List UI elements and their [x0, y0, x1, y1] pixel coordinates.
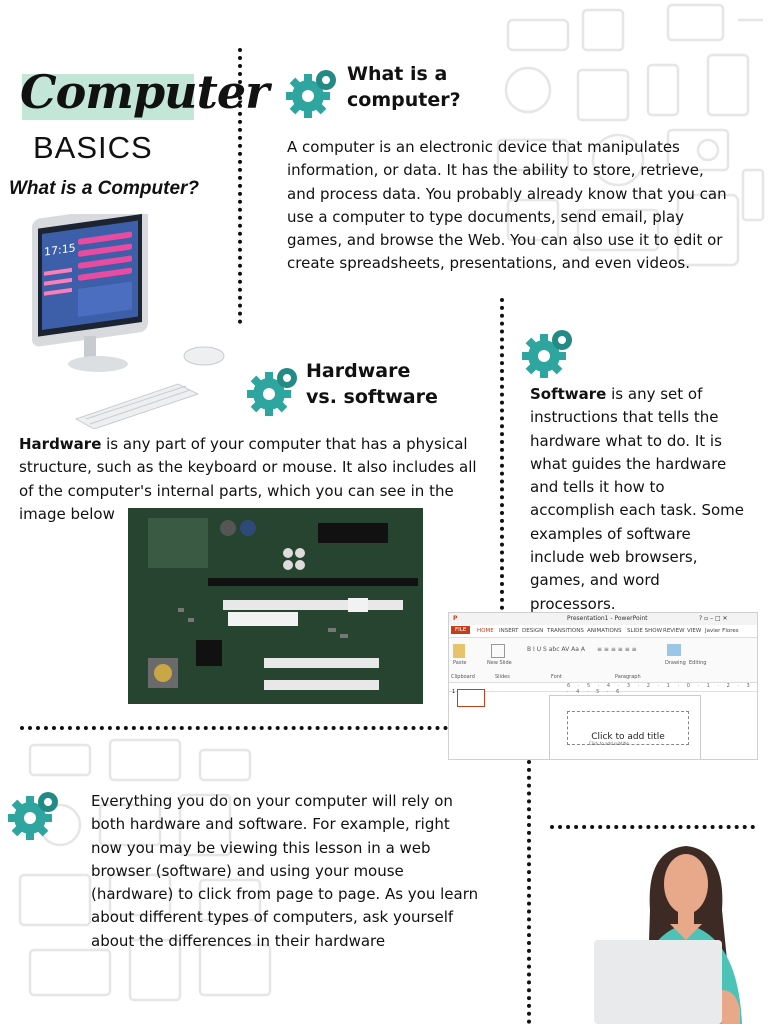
page-subtitle: What is a Computer?	[9, 178, 200, 199]
divider-vertical-right	[500, 298, 504, 618]
gear-cogs-icon	[286, 70, 336, 118]
heading-line-2: computer?	[347, 89, 461, 111]
ppt-editing-label: Editing	[689, 660, 707, 666]
divider-horizontal-middle	[20, 726, 448, 730]
ppt-ruler: 6 · 5 · 4 · 3 · 2 · 1 · 0 · 1 · 2 · 3 · …	[449, 683, 757, 695]
paragraph-what-is-a-computer: A computer is an electronic device that …	[287, 138, 727, 273]
divider-horizontal-bottom-right	[550, 825, 755, 829]
computer-monitor-illustration: 17:15	[32, 214, 225, 429]
ppt-drawing-icon	[667, 644, 681, 656]
monitor-clock: 17:15	[44, 241, 76, 258]
ppt-tab-insert: INSERT	[499, 628, 519, 634]
woman-laptop-illustration	[594, 846, 742, 1024]
page-title-basics: BASICS	[33, 130, 153, 165]
ppt-window-controls: ? ▫ – □ ✕	[699, 615, 728, 622]
heading-hardware-vs-software: Hardware vs. software	[306, 358, 438, 410]
gear-cogs-icon	[522, 330, 572, 378]
ppt-font-controls: B I U S abc AV Aa A	[527, 646, 585, 653]
page-title: Computer	[20, 65, 269, 119]
heading-what-is-a-computer: What is a computer?	[347, 61, 461, 113]
ppt-paragraph-controls: ≡ ≡ ≡ ≡ ≡ ≡	[597, 646, 637, 653]
ppt-group-font: Font	[551, 674, 562, 680]
ppt-slide-number: 1	[452, 689, 456, 695]
hardware-definition: is any part of your computer that has a …	[19, 435, 477, 523]
gear-cogs-icon	[247, 368, 297, 416]
ppt-slide-canvas	[549, 695, 701, 759]
ppt-tab-home: HOME	[477, 628, 494, 634]
ppt-tab-animations: ANIMATIONS	[587, 628, 622, 634]
ppt-window-title: Presentation1 - PowerPoint	[567, 615, 648, 622]
ppt-group-clipboard: Clipboard	[451, 674, 475, 680]
ppt-app-icon: P	[453, 615, 458, 622]
ppt-tab-file: FILE	[451, 626, 471, 634]
paragraph-hardware: Hardware is any part of your computer th…	[19, 433, 491, 526]
ppt-tab-view: VIEW	[687, 628, 702, 634]
paragraph-software: Software is any set of instructions that…	[530, 383, 745, 616]
ppt-new-slide-icon	[491, 644, 505, 658]
heading-line-1: What is a	[347, 63, 448, 85]
ppt-slide-thumbnail	[457, 689, 485, 707]
software-definition: is any set of instructions that tells th…	[530, 385, 745, 613]
ppt-title-bar: P Presentation1 - PowerPoint ? ▫ – □ ✕	[449, 613, 757, 625]
divider-vertical-bottom	[527, 760, 531, 1024]
paragraph-hardware-and-software: Everything you do on your computer will …	[91, 792, 479, 950]
heading-line-2: vs. software	[306, 386, 438, 408]
ppt-ribbon-tabs: FILE HOME INSERT DESIGN TRANSITIONS ANIM…	[449, 625, 757, 638]
ppt-user-name: Javier Flores	[705, 628, 739, 634]
title-highlight-bar	[22, 74, 194, 120]
ppt-paste-label: Paste	[453, 660, 467, 666]
ppt-new-slide-label: New Slide	[487, 660, 512, 666]
term-software: Software	[530, 385, 607, 403]
motherboard-photo	[128, 508, 423, 704]
ppt-tab-slide-show: SLIDE SHOW	[627, 628, 663, 634]
ppt-tab-design: DESIGN	[522, 628, 544, 634]
divider-vertical-top	[238, 48, 242, 324]
ppt-tab-review: REVIEW	[663, 628, 685, 634]
ppt-paste-icon	[453, 644, 465, 658]
heading-line-1: Hardware	[306, 360, 411, 382]
ppt-group-slides: Slides	[495, 674, 510, 680]
term-hardware: Hardware	[19, 435, 102, 453]
ppt-ribbon: Paste New Slide B I U S abc AV Aa A ≡ ≡ …	[449, 638, 757, 683]
ppt-title-placeholder: Click to add title	[567, 711, 689, 745]
ppt-drawing-label: Drawing	[665, 660, 686, 666]
ppt-subtitle-placeholder: Click to add subtitle	[589, 741, 629, 746]
ppt-tab-transitions: TRANSITIONS	[547, 628, 584, 634]
gear-cogs-icon	[8, 792, 58, 840]
ppt-group-paragraph: Paragraph	[615, 674, 641, 680]
powerpoint-screenshot: P Presentation1 - PowerPoint ? ▫ – □ ✕ F…	[448, 612, 758, 760]
